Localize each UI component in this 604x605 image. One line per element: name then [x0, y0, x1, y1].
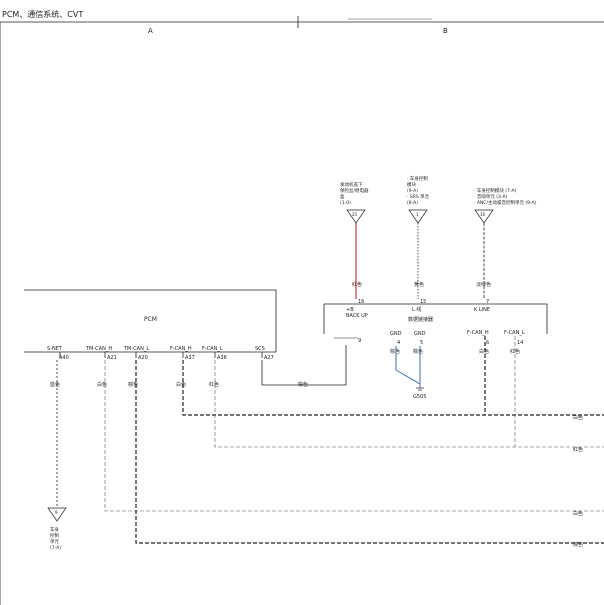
- ref-note-2-line-2: 模块: [407, 181, 416, 188]
- ref-note-4-line-2: 控制: [50, 532, 59, 539]
- column-frame: [0, 16, 604, 605]
- pcm-pin-name-s-net: S-NET: [47, 346, 63, 352]
- dlc-title: 数据链接器: [408, 316, 433, 323]
- ref-note-4-line-4: (7-A): [50, 545, 61, 551]
- dlc-pin-name-l-line: L 线: [412, 306, 421, 313]
- right-label-tm-can-l: 棕色: [573, 541, 583, 548]
- dlc-pin-name-f-can-l: F-CAN_L: [504, 330, 525, 336]
- dlc-pin-name-k-line: K LINE: [474, 307, 490, 313]
- pcm-wire-color-a21: 白色: [97, 381, 107, 388]
- ref-note-2-line-3: (9-A): [407, 188, 418, 194]
- dlc-pin-name-gnd-4: GND: [390, 331, 402, 337]
- right-label-f-can-l: 红色: [573, 446, 583, 453]
- ref-note-4-line-3: 单元: [50, 538, 59, 545]
- pcm-pin-num-a21: A21: [107, 355, 117, 361]
- pcm-wire-color-a36: 红色: [209, 381, 219, 388]
- ground-wires: [395, 346, 421, 388]
- column-label-a: A: [148, 27, 153, 35]
- dlc-pin-name-f-can-h: F-CAN_H: [467, 330, 489, 336]
- wire-f-can-l: [214, 336, 604, 448]
- right-label-f-can-h: 白色: [573, 414, 583, 421]
- ground-symbol: [416, 387, 424, 391]
- pcm-module: PCM: [24, 289, 277, 353]
- wire-f-can-h: [182, 336, 604, 416]
- dlc-wire-color-15: 黄色: [414, 281, 424, 288]
- ref-triangle-1: 25: [346, 209, 366, 224]
- pcm-pin-name-f-can-h: F-CAN_H: [170, 346, 192, 352]
- ref-note-2-line-4: · SRS 单元: [407, 193, 430, 200]
- column-label-b: B: [443, 27, 448, 35]
- dlc-pin-name-gnd-5: GND: [414, 331, 426, 337]
- ref-note-3-line-1: · 车身控制模块 (7-A): [474, 187, 517, 194]
- wire-scs: [261, 345, 347, 386]
- pcm-wire-color-a20: 棕色: [128, 381, 138, 388]
- pcm-pin-name-f-can-l: F-CAN_L: [202, 346, 223, 352]
- pcm-pin-name-tm-can-l: TM-CAN_L: [123, 346, 149, 352]
- ref-triangle-4: 9: [47, 507, 67, 522]
- dlc-wire-color-16: 红色: [352, 281, 362, 288]
- pcm-wire-color-a27: 棕色: [298, 381, 308, 388]
- ref-note-2-line-5: (8-A): [407, 200, 418, 206]
- ref-code-2: 1: [416, 212, 419, 217]
- pcm-pin-name-tm-can-h: TM-CAN_H: [85, 346, 112, 352]
- pcm-pin-name-scs: SCS: [255, 346, 265, 352]
- ground-label: G505: [413, 394, 426, 400]
- dlc-wire-color-5: 棕色: [413, 348, 423, 355]
- pcm-pin-num-a20: A20: [138, 355, 148, 361]
- ref-note-1-line-2: 保险丝/继电器: [340, 187, 369, 194]
- dlc-pin-num-9: 9: [358, 338, 361, 344]
- ref-note-1-line-1: 发动机盖下: [340, 181, 363, 188]
- dlc-pin-num-15: 15: [420, 299, 426, 305]
- pcm-title: PCM: [144, 316, 157, 323]
- dlc-pin-num-5: 5: [420, 340, 423, 346]
- ref-note-1-line-3: 盒: [340, 193, 345, 200]
- wire-tm-can-l: [135, 360, 604, 544]
- dlc-pin-num-14: 14: [517, 340, 523, 346]
- pcm-wire-color-a37: 白色: [176, 381, 186, 388]
- pcm-pin-num-a27: A27: [264, 355, 274, 361]
- dlc-wire-color-7: 淡绿色: [476, 281, 491, 288]
- dlc-wire-color-4: 棕色: [390, 348, 400, 355]
- dlc-connector: 数据链接器: [323, 303, 548, 334]
- pcm-pin-num-a36: A36: [217, 355, 227, 361]
- pcm-pin-num-a40: A40: [59, 355, 69, 361]
- ref-note-1-line-4: (1-0): [340, 200, 351, 206]
- ref-note-4-line-1: 车身: [50, 526, 59, 533]
- dlc-pin-name-backup-2: BACK UP: [346, 313, 368, 319]
- ref-note-3-line-2: · 音响单元 (3-A): [474, 193, 508, 200]
- dlc-wire-color-6: 白色: [479, 348, 489, 355]
- ref-note-3-line-3: · ANC/主动噪音控制单元 (9-A): [474, 199, 537, 206]
- dlc-pin-num-6: 6: [486, 340, 489, 346]
- wire-tm-can-h: [104, 360, 604, 512]
- ref-code-1: 25: [352, 212, 358, 217]
- page-title: PCM、通信系统、CVT: [2, 10, 84, 19]
- pcm-pin-num-a37: A37: [185, 355, 195, 361]
- dlc-pin-num-16: 16: [358, 299, 364, 305]
- right-label-tm-can-h: 白色: [573, 510, 583, 517]
- ref-triangle-3: 16: [474, 209, 494, 224]
- pcm-wire-color-a40: 蓝色: [50, 381, 60, 388]
- ref-note-2-line-1: · 车身控制: [407, 175, 428, 182]
- ref-code-4: 9: [55, 510, 58, 515]
- dlc-wire-color-14: 红色: [510, 348, 520, 355]
- dlc-pin-name-backup: +B: [346, 307, 354, 313]
- ref-triangle-2: 1: [408, 209, 428, 224]
- dlc-pin-num-4: 4: [397, 340, 400, 346]
- ref-code-3: 16: [480, 212, 486, 217]
- dlc-pin-num-7: 7: [486, 299, 489, 305]
